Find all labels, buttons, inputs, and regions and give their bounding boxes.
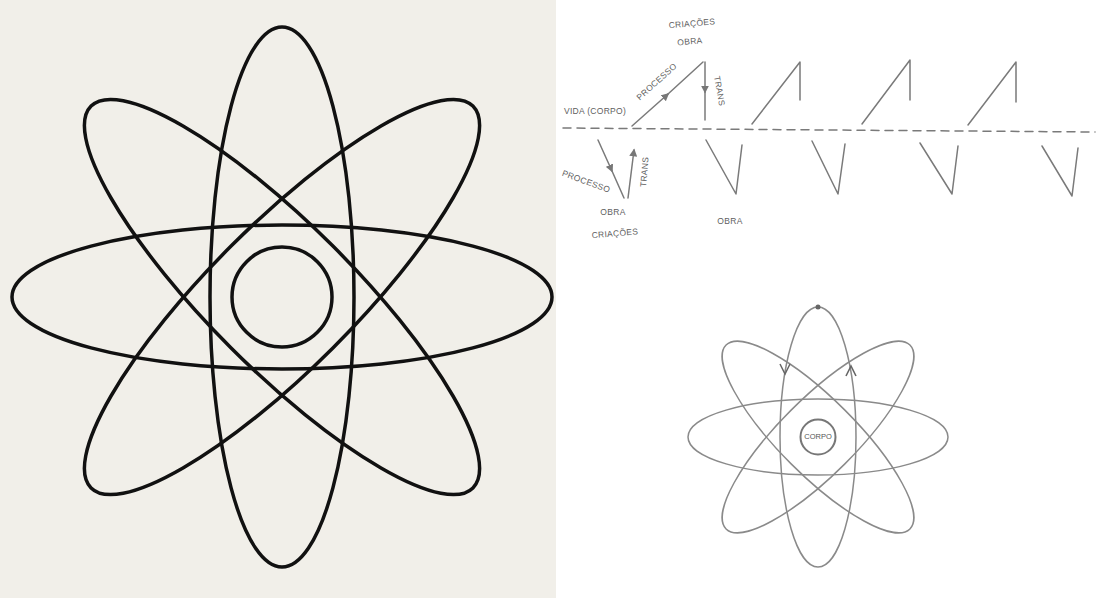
handwritten-label: OBRA <box>717 217 742 226</box>
direction-chevron <box>846 366 856 376</box>
ink-flower <box>12 27 552 567</box>
pencil-flower <box>688 307 948 567</box>
body-circle: CORPO <box>799 418 837 456</box>
petal-ellipse <box>40 55 524 539</box>
paper-left <box>0 0 556 598</box>
handwritten-label: VIDA (CORPO) <box>564 107 626 116</box>
direction-chevron <box>780 364 790 374</box>
process-line <box>612 171 624 198</box>
handwritten-label: PROCESSO <box>635 62 679 103</box>
lower-zigzag <box>1042 146 1078 196</box>
handwritten-label: TRANS <box>712 75 726 106</box>
handwritten-label: OBRA <box>600 208 625 217</box>
petal-ellipse <box>699 318 937 556</box>
lower-zigzag <box>706 140 742 194</box>
trans-line <box>704 92 706 120</box>
petal-ellipse <box>40 55 524 539</box>
petal-ellipse <box>780 307 856 567</box>
node-label: CORPO <box>804 433 832 441</box>
trans-arrow <box>628 150 634 198</box>
zigzag-sketch <box>563 60 1095 198</box>
lower-zigzag <box>920 143 958 194</box>
trans-arrow <box>704 62 706 92</box>
petal-ellipse <box>688 399 948 475</box>
lower-zigzag <box>812 141 845 194</box>
upper-zigzag <box>862 60 910 124</box>
process-arrow <box>598 140 612 171</box>
handwritten-label: OBRA <box>677 36 703 48</box>
circle-shape <box>801 420 836 455</box>
center-circle <box>232 247 332 347</box>
petal-ellipse <box>699 318 937 556</box>
upper-zigzag <box>752 62 800 124</box>
handwritten-label: CRIAÇÕES <box>591 227 638 240</box>
handwritten-label: TRANS <box>639 156 651 187</box>
handwritten-label: CRIAÇÕES <box>668 17 715 30</box>
orbit-dot <box>816 305 821 310</box>
petal-ellipse <box>12 225 552 369</box>
paper-right <box>556 0 1101 598</box>
handwritten-label: PROCESSO <box>561 169 612 195</box>
upper-zigzag <box>968 62 1016 125</box>
petal-ellipse <box>210 27 354 567</box>
life-line <box>563 128 1095 132</box>
